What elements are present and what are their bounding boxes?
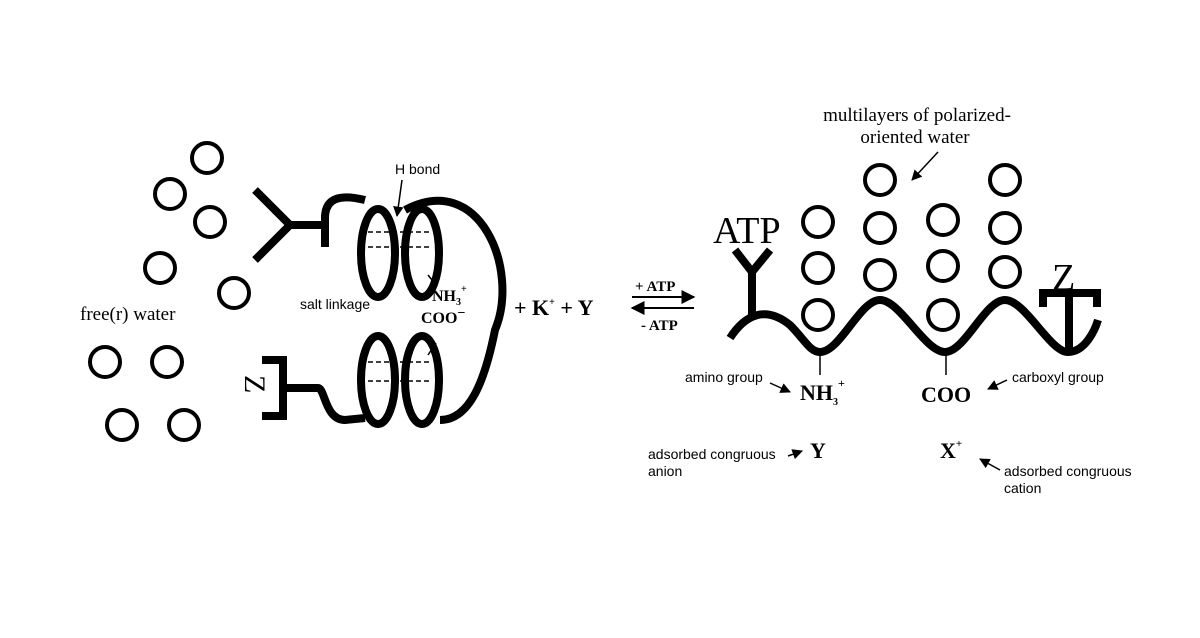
water-molecule bbox=[863, 211, 897, 245]
oriented-water-molecules bbox=[801, 163, 1022, 332]
water-molecule bbox=[105, 408, 139, 442]
water-molecule bbox=[190, 141, 224, 175]
water-molecule bbox=[193, 205, 227, 239]
x-cation-label: X+ bbox=[940, 438, 962, 463]
y-anion-label: Y bbox=[810, 438, 826, 463]
water-molecule bbox=[801, 251, 835, 285]
atp-receptor-icon bbox=[731, 247, 774, 318]
coo-left-label: COO− bbox=[421, 306, 465, 327]
water-molecule bbox=[926, 298, 960, 332]
water-molecule bbox=[926, 203, 960, 237]
reverse-label: - ATP bbox=[641, 318, 678, 334]
amino-group-label: amino group bbox=[685, 369, 763, 385]
h-bond-arrow bbox=[393, 179, 404, 218]
z-right-label: Z bbox=[1052, 257, 1075, 299]
multilayer-arrow bbox=[911, 151, 939, 181]
water-molecule bbox=[801, 205, 835, 239]
z-left-label: Z bbox=[238, 375, 271, 393]
free-water-molecules bbox=[88, 141, 251, 442]
folded-protein bbox=[252, 187, 507, 428]
extended-protein-chain bbox=[726, 295, 1102, 357]
nh3-left-label: NH3+ bbox=[432, 284, 467, 308]
z-bracket-icon bbox=[262, 356, 287, 420]
cation-label-1: adsorbed congruous bbox=[1004, 463, 1132, 479]
water-molecule bbox=[88, 345, 122, 379]
multilayer-title-1: multilayers of polarized- bbox=[823, 105, 1011, 126]
free-water-label: free(r) water bbox=[80, 304, 176, 325]
atp-label: ATP bbox=[713, 210, 781, 252]
nh3-right-label: NH3+ bbox=[800, 376, 845, 408]
y-receptor-icon bbox=[252, 187, 329, 263]
h-bond-label: H bond bbox=[395, 161, 440, 177]
water-molecule bbox=[217, 276, 251, 310]
reaction-reactants: + K+ + Y bbox=[514, 295, 594, 320]
salt-linkage-label: salt linkage bbox=[300, 296, 370, 312]
water-molecule bbox=[863, 258, 897, 292]
multilayer-title-2: oriented water bbox=[860, 127, 970, 148]
water-molecule bbox=[926, 249, 960, 283]
cation-label-2: cation bbox=[1004, 480, 1041, 496]
water-molecule bbox=[143, 251, 177, 285]
water-molecule bbox=[167, 408, 201, 442]
carboxyl-group-label: carboxyl group bbox=[1012, 369, 1104, 385]
anion-label-1: adsorbed congruous bbox=[648, 446, 776, 462]
water-molecule bbox=[863, 163, 897, 197]
z-bracket-right-icon bbox=[1039, 289, 1101, 352]
water-molecule bbox=[988, 211, 1022, 245]
forward-label: + ATP bbox=[635, 279, 675, 295]
coo-right-label: COO bbox=[921, 382, 971, 407]
water-molecule bbox=[988, 255, 1022, 289]
water-molecule bbox=[153, 177, 187, 211]
water-molecule bbox=[150, 345, 184, 379]
water-molecule bbox=[801, 298, 835, 332]
water-molecule bbox=[988, 163, 1022, 197]
anion-label-2: anion bbox=[648, 463, 682, 479]
